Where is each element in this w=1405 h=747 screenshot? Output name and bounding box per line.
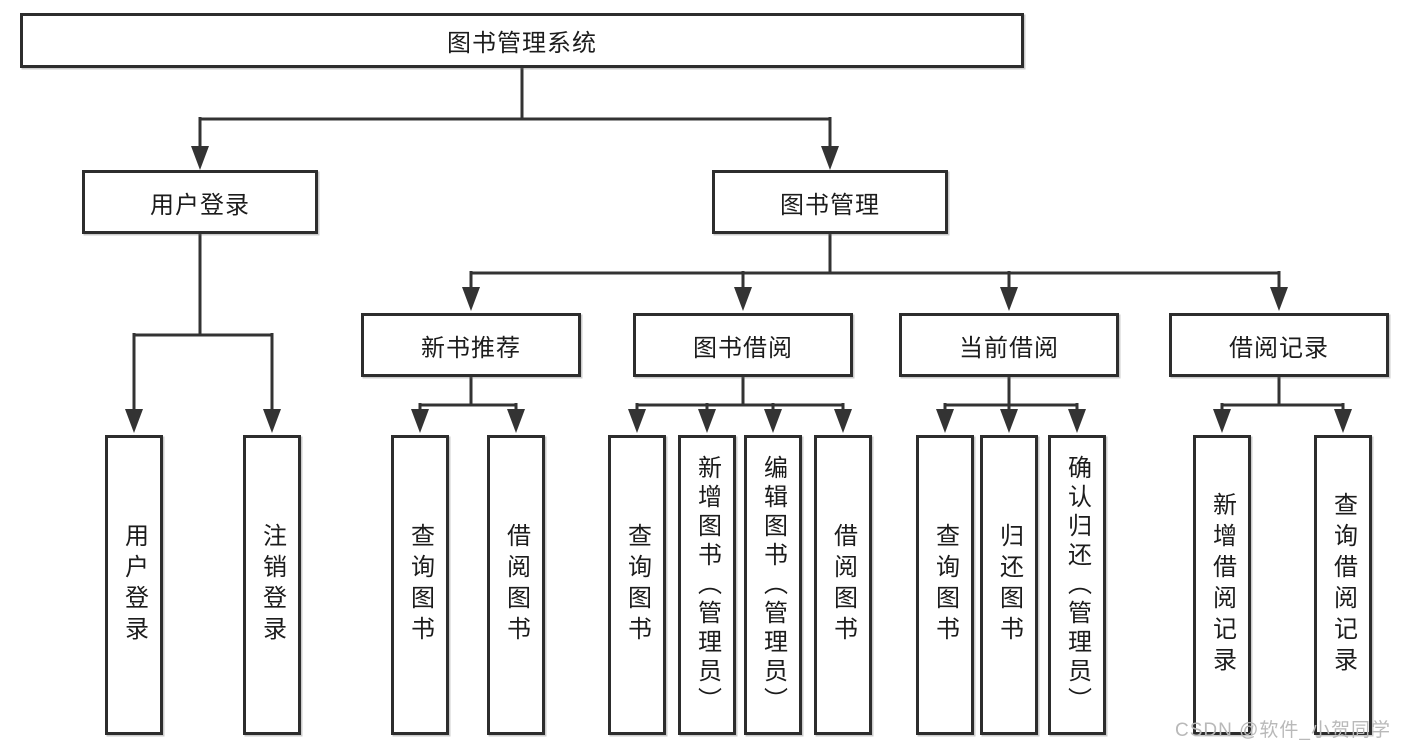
node-borrowing-records-label: 借阅记录	[1229, 334, 1329, 362]
arrowhead	[263, 409, 281, 433]
leaf-query-borrow-record-label: 查询借阅记录	[1329, 492, 1357, 678]
connector-lines	[132, 66, 1345, 412]
leaf-user-login-label: 用户登录	[120, 523, 148, 647]
edge-book-management-to-level3	[469, 234, 1281, 290]
leaf-return-books: 归还图书	[980, 435, 1038, 735]
edge-borrowing-records-to-leaves	[1220, 377, 1345, 412]
leaf-add-borrow-record: 新增借阅记录	[1193, 435, 1251, 735]
leaf-query-books-recommend-label: 查询图书	[406, 523, 434, 647]
leaf-borrow-books-borrowing-label: 借阅图书	[829, 523, 857, 647]
leaf-logout-label: 注销登录	[258, 523, 286, 647]
arrowhead	[507, 409, 525, 433]
node-root: 图书管理系统	[20, 13, 1024, 68]
node-current-borrowing-label: 当前借阅	[959, 334, 1059, 362]
leaf-borrow-books-recommend-label: 借阅图书	[502, 523, 530, 647]
arrowheads	[125, 146, 1352, 433]
arrowhead	[936, 409, 954, 433]
leaf-query-borrow-record: 查询借阅记录	[1314, 435, 1372, 735]
arrowhead	[411, 409, 429, 433]
arrowhead	[462, 287, 480, 311]
arrowhead	[1000, 287, 1018, 311]
leaf-borrow-books-recommend: 借阅图书	[487, 435, 545, 735]
edge-current-borrowing-to-leaves	[943, 377, 1079, 412]
arrowhead	[698, 409, 716, 433]
leaf-add-books-admin-label: 新增图书（管理员）	[693, 454, 721, 716]
leaf-query-books-recommend: 查询图书	[391, 435, 449, 735]
node-new-book-recommend: 新书推荐	[361, 313, 581, 377]
leaf-borrow-books-borrowing: 借阅图书	[814, 435, 872, 735]
leaf-query-books-borrowing: 查询图书	[608, 435, 666, 735]
node-book-management-label: 图书管理	[780, 191, 880, 219]
node-user-login: 用户登录	[82, 170, 318, 234]
edge-new-book-recommend-to-leaves	[418, 377, 518, 412]
arrowhead	[1213, 409, 1231, 433]
arrowhead	[1334, 409, 1352, 433]
leaf-confirm-return-admin-label: 确认归还（管理员）	[1063, 454, 1091, 716]
edge-book-borrowing-to-leaves	[635, 377, 845, 412]
arrowhead	[821, 146, 839, 170]
arrowhead	[191, 146, 209, 170]
edge-user-login-to-leaves	[132, 234, 274, 412]
arrowhead	[1068, 409, 1086, 433]
node-new-book-recommend-label: 新书推荐	[421, 334, 521, 362]
edge-root-to-level2	[198, 66, 832, 150]
node-root-label: 图书管理系统	[447, 30, 597, 57]
leaf-logout: 注销登录	[243, 435, 301, 735]
leaf-return-books-label: 归还图书	[995, 523, 1023, 647]
node-book-management: 图书管理	[712, 170, 948, 234]
arrowhead	[1000, 409, 1018, 433]
leaf-confirm-return-admin: 确认归还（管理员）	[1048, 435, 1106, 735]
arrowhead	[125, 409, 143, 433]
node-current-borrowing: 当前借阅	[899, 313, 1119, 377]
leaf-add-books-admin: 新增图书（管理员）	[678, 435, 736, 735]
node-book-borrowing: 图书借阅	[633, 313, 853, 377]
arrowhead	[628, 409, 646, 433]
node-book-borrowing-label: 图书借阅	[693, 334, 793, 362]
leaf-query-books-borrowing-label: 查询图书	[623, 523, 651, 647]
leaf-edit-books-admin: 编辑图书（管理员）	[744, 435, 802, 735]
leaf-edit-books-admin-label: 编辑图书（管理员）	[759, 454, 787, 716]
leaf-query-books-current: 查询图书	[916, 435, 974, 735]
node-user-login-label: 用户登录	[150, 191, 250, 219]
csdn-watermark: CSDN @软件_小贺同学	[1175, 720, 1391, 741]
arrowhead	[834, 409, 852, 433]
arrowhead	[764, 409, 782, 433]
arrowhead	[1270, 287, 1288, 311]
node-borrowing-records: 借阅记录	[1169, 313, 1389, 377]
arrowhead	[734, 287, 752, 311]
leaf-query-books-current-label: 查询图书	[931, 523, 959, 647]
leaf-add-borrow-record-label: 新增借阅记录	[1208, 492, 1236, 678]
leaf-user-login: 用户登录	[105, 435, 163, 735]
